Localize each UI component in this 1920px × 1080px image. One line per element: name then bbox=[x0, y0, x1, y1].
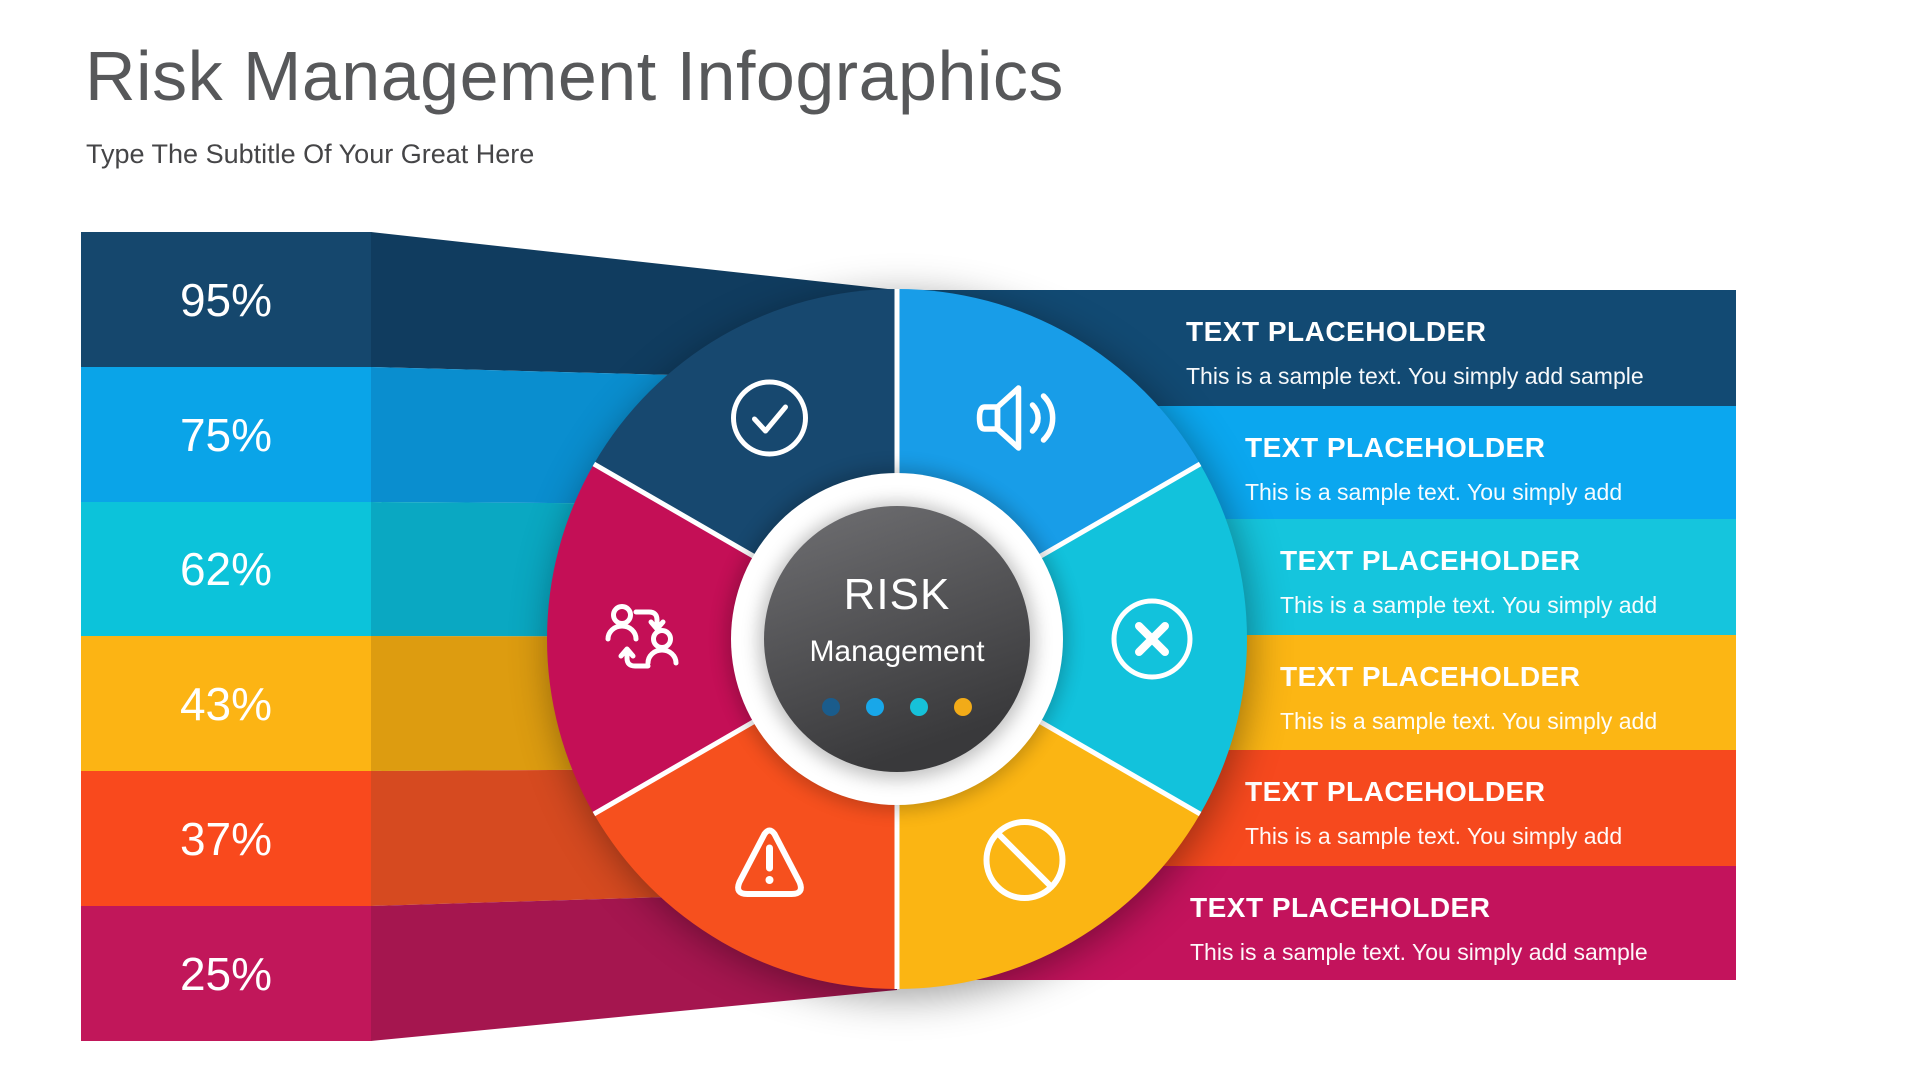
risk-wheel: RISK Management bbox=[547, 289, 1247, 989]
percent-label: 25% bbox=[179, 947, 273, 1000]
percent-bar-4: 43% bbox=[81, 636, 371, 771]
warning-icon bbox=[735, 827, 804, 897]
dot-amber bbox=[954, 698, 972, 716]
percent-label: 37% bbox=[179, 812, 273, 865]
volume-icon bbox=[976, 385, 1056, 451]
row-body: This is a sample text. You simply add sa… bbox=[1186, 363, 1644, 389]
row-body: This is a sample text. You simply add bbox=[1245, 479, 1623, 505]
page-subtitle: Type The Subtitle Of Your Great Here bbox=[86, 139, 535, 169]
segment-people bbox=[547, 464, 897, 814]
row-heading: TEXT PLACEHOLDER bbox=[1280, 661, 1581, 692]
check-circle-icon bbox=[731, 379, 808, 457]
row-heading: TEXT PLACEHOLDER bbox=[1190, 892, 1491, 923]
people-exchange-icon bbox=[605, 604, 679, 669]
dot-cyan bbox=[910, 698, 928, 716]
percent-bar-2: 75% bbox=[81, 367, 371, 502]
row-heading: TEXT PLACEHOLDER bbox=[1280, 545, 1581, 576]
percent-bar-6: 25% bbox=[81, 906, 371, 1041]
wheel-title: RISK bbox=[843, 570, 951, 619]
row-body: This is a sample text. You simply add sa… bbox=[1190, 939, 1648, 965]
row-body: This is a sample text. You simply add bbox=[1280, 708, 1658, 734]
wheel-dots bbox=[547, 698, 1247, 716]
segment-x bbox=[897, 464, 1247, 814]
percent-label: 75% bbox=[179, 408, 273, 461]
wheel-subtitle: Management bbox=[809, 635, 985, 668]
dot-blue bbox=[866, 698, 884, 716]
page-title: Risk Management Infographics bbox=[85, 37, 1064, 115]
dot-navy bbox=[822, 698, 840, 716]
row-heading: TEXT PLACEHOLDER bbox=[1245, 776, 1546, 807]
percent-bar-3: 62% bbox=[81, 502, 371, 636]
row-heading: TEXT PLACEHOLDER bbox=[1186, 316, 1487, 347]
row-body: This is a sample text. You simply add bbox=[1245, 823, 1623, 849]
no-entry-icon bbox=[983, 819, 1066, 901]
percent-bar-5: 37% bbox=[81, 771, 371, 906]
row-heading: TEXT PLACEHOLDER bbox=[1245, 432, 1546, 463]
percent-label: 95% bbox=[179, 273, 273, 326]
x-circle-icon bbox=[1111, 598, 1193, 680]
row-body: This is a sample text. You simply add bbox=[1280, 592, 1658, 618]
percent-label: 43% bbox=[179, 677, 273, 730]
percent-bar-1: 95% bbox=[81, 232, 371, 367]
percent-label: 62% bbox=[179, 543, 273, 595]
